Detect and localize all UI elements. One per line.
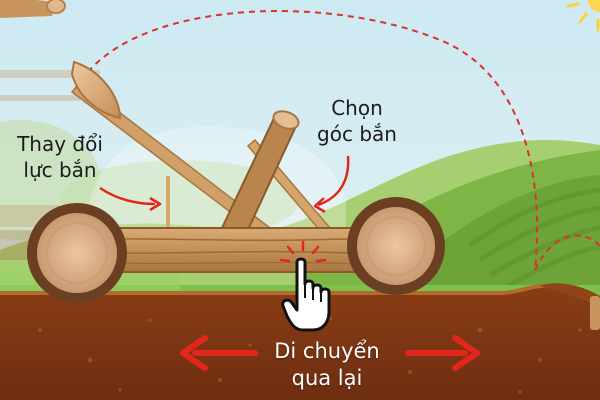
change-force-line1: Thay đổi [17,132,103,156]
hand-pointer-icon [281,257,331,332]
catapult-cup [70,60,122,120]
change-force-label: Thay đổi lực bắn [8,131,112,183]
sun-icon [566,0,600,32]
move-line1: Di chuyển [274,339,380,363]
force-arrow-icon [99,186,162,212]
angle-arrow-icon [313,155,350,214]
left-wheel [27,203,127,303]
right-arrow-icon [405,335,480,371]
wood-stick-top-left [0,0,66,18]
move-label: Di chuyển qua lại [262,338,392,392]
left-arrow-icon [180,335,258,371]
tap-burst [279,240,327,263]
choose-angle-label: Chọn góc bắn [302,95,412,147]
choose-angle-line2: góc bắn [317,122,397,146]
move-line2: qua lại [291,366,363,390]
change-force-line2: lực bắn [23,158,97,182]
choose-angle-line1: Chọn [331,96,383,120]
right-wheel [347,197,445,295]
trajectory-path [87,10,539,271]
dirt-ground [0,285,600,400]
